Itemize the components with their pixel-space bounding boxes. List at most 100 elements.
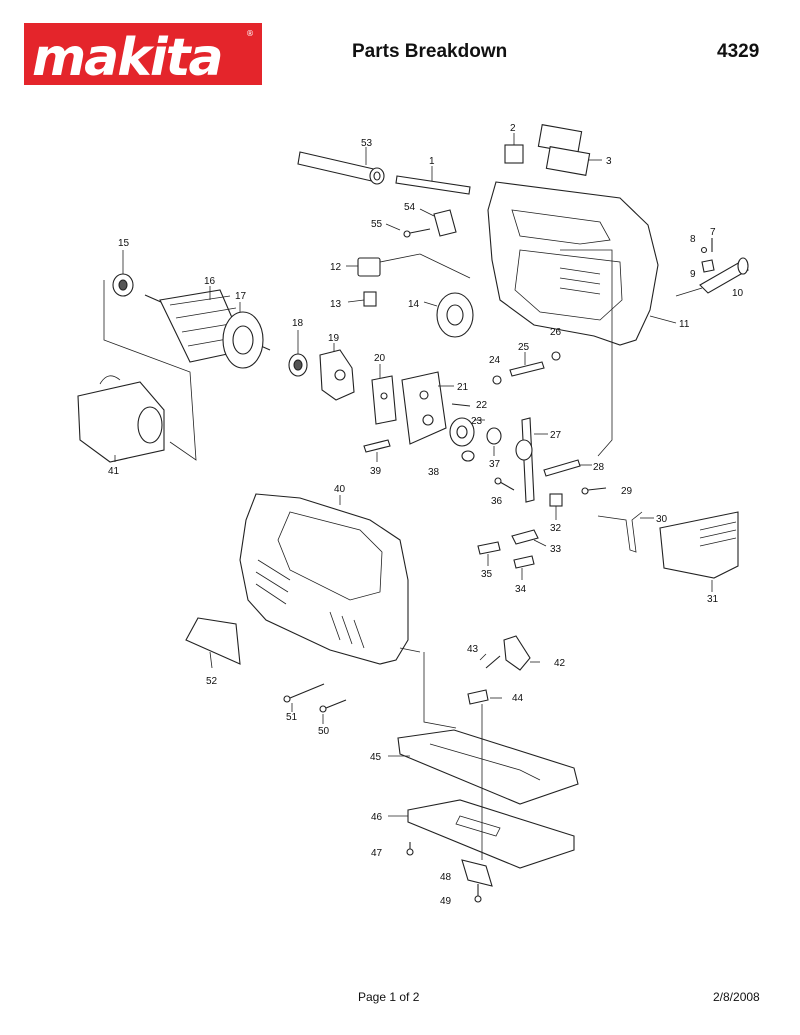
part-7-10-assembly bbox=[675, 238, 749, 297]
part-18-bearing bbox=[288, 330, 308, 377]
part-11-housing bbox=[487, 181, 677, 346]
label-48: 48 bbox=[440, 872, 452, 883]
label-25: 25 bbox=[518, 342, 530, 353]
label-23: 23 bbox=[471, 416, 483, 427]
label-44: 44 bbox=[512, 693, 524, 704]
svg-text:®: ® bbox=[246, 29, 254, 38]
part-29-screw bbox=[581, 487, 607, 495]
label-11: 11 bbox=[679, 319, 690, 330]
label-10: 10 bbox=[732, 288, 744, 299]
makita-logo: makita ® bbox=[24, 23, 262, 85]
part-2 bbox=[504, 133, 524, 164]
label-31: 31 bbox=[707, 594, 719, 605]
label-40: 40 bbox=[334, 484, 346, 495]
part-21-plate bbox=[401, 371, 454, 445]
part-32-block bbox=[549, 493, 563, 520]
label-38: 38 bbox=[428, 467, 440, 478]
label-51: 51 bbox=[286, 712, 298, 723]
label-55: 55 bbox=[371, 219, 383, 230]
part-50-screw bbox=[319, 699, 347, 724]
part-25-slider bbox=[509, 352, 545, 377]
part-33-plate bbox=[511, 529, 547, 547]
part-20-plate bbox=[371, 364, 397, 425]
part-labels: 53 1 2 3 54 55 7 8 9 10 11 12 13 14 15 1… bbox=[108, 123, 744, 907]
part-51-screw bbox=[283, 683, 325, 712]
part-27-plunger bbox=[515, 417, 548, 503]
label-16: 16 bbox=[204, 276, 216, 287]
part-28-guide bbox=[543, 459, 592, 477]
label-27: 27 bbox=[550, 430, 562, 441]
label-52: 52 bbox=[206, 676, 218, 687]
part-47-screw bbox=[406, 842, 414, 856]
model-number: 4329 bbox=[717, 41, 760, 62]
label-19: 19 bbox=[328, 333, 340, 344]
label-12: 12 bbox=[330, 262, 342, 273]
label-26: 26 bbox=[550, 327, 562, 338]
page-indicator: Page 1 of 2 bbox=[358, 990, 420, 1004]
part-15-bearing bbox=[112, 250, 134, 297]
label-53: 53 bbox=[361, 138, 373, 149]
part-31-guard bbox=[659, 511, 739, 592]
part-24-ring bbox=[492, 375, 502, 385]
part-40-handle-housing bbox=[239, 493, 409, 665]
label-13: 13 bbox=[330, 299, 342, 310]
label-21: 21 bbox=[457, 382, 469, 393]
label-49: 49 bbox=[440, 896, 452, 907]
label-7: 7 bbox=[710, 227, 716, 238]
part-53-tube bbox=[297, 147, 385, 185]
label-39: 39 bbox=[370, 466, 382, 477]
part-45-base bbox=[388, 729, 579, 805]
label-18: 18 bbox=[292, 318, 304, 329]
part-46-shoe bbox=[388, 799, 575, 869]
label-34: 34 bbox=[515, 584, 527, 595]
label-50: 50 bbox=[318, 726, 330, 737]
part-38-washer bbox=[461, 450, 475, 462]
page-title: Parts Breakdown bbox=[352, 41, 508, 62]
label-15: 15 bbox=[118, 238, 130, 249]
label-45: 45 bbox=[370, 752, 382, 763]
label-22: 22 bbox=[476, 400, 488, 411]
label-42: 42 bbox=[554, 658, 566, 669]
part-49-screw bbox=[474, 884, 482, 903]
part-3-switch bbox=[537, 124, 602, 176]
label-37: 37 bbox=[489, 459, 501, 470]
part-34-plate bbox=[513, 555, 535, 580]
label-14: 14 bbox=[408, 299, 420, 310]
part-22-pin bbox=[451, 403, 471, 407]
label-43: 43 bbox=[467, 644, 479, 655]
part-41-field bbox=[77, 375, 165, 463]
part-52-label bbox=[185, 617, 241, 669]
part-26-ring bbox=[551, 351, 561, 361]
part-30-wire bbox=[597, 511, 654, 553]
label-28: 28 bbox=[593, 462, 605, 473]
label-41: 41 bbox=[108, 466, 120, 477]
part-54-clamp bbox=[419, 208, 457, 237]
part-55-screw bbox=[385, 223, 431, 238]
label-2: 2 bbox=[510, 123, 516, 134]
label-29: 29 bbox=[621, 486, 633, 497]
label-32: 32 bbox=[550, 523, 562, 534]
label-1: 1 bbox=[429, 156, 435, 167]
svg-text:makita: makita bbox=[32, 28, 222, 85]
part-39-plate bbox=[363, 439, 391, 462]
label-20: 20 bbox=[374, 353, 386, 364]
part-37-bushing bbox=[486, 427, 502, 456]
part-35-plate bbox=[477, 541, 501, 566]
label-36: 36 bbox=[491, 496, 503, 507]
label-33: 33 bbox=[550, 544, 562, 555]
label-9: 9 bbox=[690, 269, 696, 280]
part-17-fan bbox=[222, 302, 264, 369]
part-23-gear bbox=[449, 417, 485, 447]
footer-date: 2/8/2008 bbox=[713, 990, 760, 1004]
part-36-screw bbox=[494, 477, 515, 491]
part-13-brush bbox=[347, 291, 377, 307]
label-35: 35 bbox=[481, 569, 493, 580]
label-17: 17 bbox=[235, 291, 247, 302]
label-8: 8 bbox=[690, 234, 696, 245]
part-42-lever bbox=[503, 635, 540, 671]
label-30: 30 bbox=[656, 514, 668, 525]
label-3: 3 bbox=[606, 156, 612, 167]
part-48-clip bbox=[461, 859, 493, 887]
label-24: 24 bbox=[489, 355, 501, 366]
